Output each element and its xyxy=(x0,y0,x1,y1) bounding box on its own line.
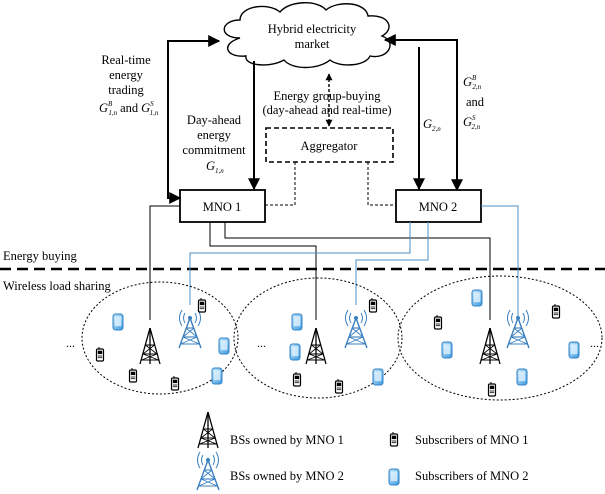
mno1-subscriber-icon xyxy=(551,303,561,319)
mno1-subscriber-icon xyxy=(334,378,344,394)
cell-right xyxy=(397,275,603,401)
mno2-subscriber-icon xyxy=(568,341,580,359)
mno2-box xyxy=(395,189,482,223)
mno1-subscriber-icon xyxy=(433,314,443,330)
legend-sub-mno2: Subscribers of MNO 2 xyxy=(415,469,529,483)
mno1-subscriber-icon xyxy=(95,346,105,362)
g2n-label: G2,n xyxy=(423,117,441,133)
wireless-load-sharing-label: Wireless load sharing xyxy=(3,279,112,293)
legend-mno1-tower-icon xyxy=(197,411,219,449)
svg-text:trading: trading xyxy=(108,83,144,97)
svg-text:Day-ahead: Day-ahead xyxy=(187,113,242,127)
cell-middle xyxy=(233,277,403,399)
svg-text:G1,n: G1,n xyxy=(206,159,224,175)
mno1-bs-links xyxy=(149,205,491,320)
aggregator-link-mno2 xyxy=(367,162,396,206)
mno1-subscriber-icon xyxy=(128,367,138,383)
legend-mno1-phone-icon xyxy=(389,431,399,447)
mno1-subscriber-icon xyxy=(197,297,207,313)
mno1-bs-tower-icon xyxy=(139,327,161,365)
mno1-label: MNO 1 xyxy=(203,200,242,214)
mno2-subscriber-icon xyxy=(211,367,223,385)
svg-text:commitment: commitment xyxy=(182,143,246,157)
mno2-bs-links xyxy=(189,205,519,318)
svg-text:GS2,n: GS2,n xyxy=(463,114,481,131)
more-cells-left: ... xyxy=(66,336,75,350)
svg-text:GB2,n: GB2,n xyxy=(463,74,482,91)
mno2-subscriber-icon xyxy=(112,313,124,331)
mno2-subscriber-icon xyxy=(372,368,384,386)
mno1-subscriber-icon xyxy=(487,381,497,397)
group-buying-line2: (day-ahead and real-time) xyxy=(262,103,391,117)
mno2-subscriber-icon xyxy=(441,341,453,359)
cell-left xyxy=(81,281,239,395)
market-label-line1: Hybrid electricity xyxy=(268,22,357,36)
market-cloud xyxy=(223,2,391,69)
mno1-bs-tower-icon xyxy=(479,327,501,365)
energy-buying-label: Energy buying xyxy=(3,249,77,263)
mno2-bs-tower-icon xyxy=(344,309,368,349)
svg-text:Real-time: Real-time xyxy=(101,53,151,67)
mno1-subscriber-icon xyxy=(170,375,180,391)
mno2-subscriber-icon xyxy=(291,313,303,331)
legend-mno2-phone-icon xyxy=(388,468,400,486)
legend-bs-mno2: BSs owned by MNO 2 xyxy=(230,469,344,483)
market-label-line2: market xyxy=(295,37,330,51)
mno1-subscriber-icon xyxy=(292,371,302,387)
legend: BSs owned by MNO 1 BSs owned by MNO 2 Su… xyxy=(196,411,529,491)
legend-bs-mno1: BSs owned by MNO 1 xyxy=(230,433,344,447)
legend-sub-mno1: Subscribers of MNO 1 xyxy=(415,433,529,447)
aggregator-label: Aggregator xyxy=(301,139,359,153)
mno2-subscriber-icon xyxy=(516,368,528,386)
dayahead-commitment-label: Day-ahead energy commitment G1,n xyxy=(182,113,246,175)
mno2-bs-tower-icon xyxy=(178,309,202,349)
mno2-subscriber-icon xyxy=(471,289,483,307)
aggregator-link-mno1 xyxy=(265,162,296,206)
mno1-subscriber-icon xyxy=(368,297,378,313)
mno2-subscriber-icon xyxy=(218,337,230,355)
group-buying-line1: Energy group-buying xyxy=(273,89,381,103)
mno1-bs-tower-icon xyxy=(305,327,327,365)
mno2-subscriber-icon xyxy=(289,343,301,361)
mno1-realtime-arrow xyxy=(167,35,221,204)
mno2-trading-arrow xyxy=(383,34,463,192)
svg-text:energy: energy xyxy=(197,128,232,142)
more-cells-right: ... xyxy=(590,336,599,350)
svg-text:and: and xyxy=(466,95,485,109)
svg-text:energy: energy xyxy=(109,68,144,82)
aggregator-box xyxy=(265,127,394,163)
mno2-label: MNO 2 xyxy=(419,200,458,214)
more-cells-middle: ... xyxy=(257,336,266,350)
legend-mno2-tower-icon xyxy=(196,451,220,491)
